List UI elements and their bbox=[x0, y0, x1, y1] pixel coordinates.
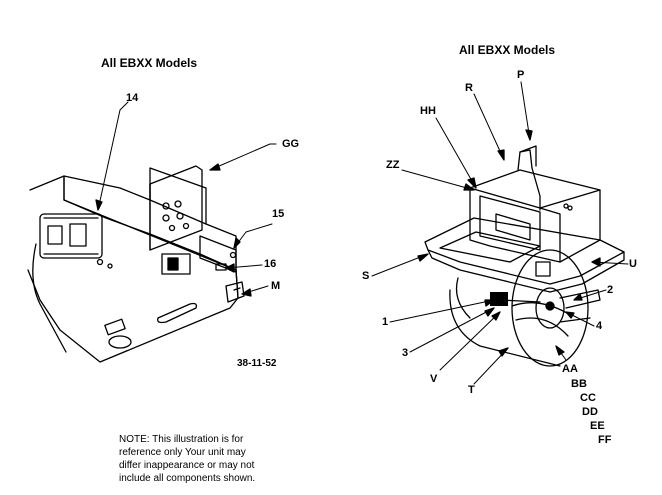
note-line-4: include all components shown. bbox=[119, 473, 256, 484]
note-line-1: NOTE: This illustration is for bbox=[119, 434, 244, 445]
reference-note: NOTE: This illustration is for reference… bbox=[119, 433, 309, 485]
callout-u: U bbox=[629, 258, 637, 270]
callout-hh: HH bbox=[420, 105, 436, 117]
callout-zz: ZZ bbox=[386, 159, 400, 171]
callout-gg: GG bbox=[282, 138, 300, 150]
callout-s: S bbox=[362, 270, 370, 282]
callout-4: 4 bbox=[596, 320, 603, 332]
callout-r: R bbox=[465, 82, 473, 94]
callout-16: 16 bbox=[264, 258, 277, 270]
callout-p: P bbox=[517, 69, 525, 81]
callout-cc: CC bbox=[580, 392, 596, 404]
callout-m: M bbox=[271, 280, 281, 292]
callout-14: 14 bbox=[126, 92, 139, 104]
figure-code: 38-11-52 bbox=[237, 358, 277, 369]
callout-ee: EE bbox=[590, 420, 605, 432]
left-diagram-title: All EBXX Models bbox=[101, 56, 198, 70]
note-line-2: reference only Your unit may bbox=[119, 447, 246, 458]
callout-3: 3 bbox=[402, 347, 409, 359]
callout-dd: DD bbox=[582, 406, 598, 418]
callout-v: V bbox=[430, 373, 438, 385]
callout-aa: AA bbox=[562, 363, 578, 375]
note-line-3: differ inappearance or may not bbox=[119, 460, 255, 471]
callout-t: T bbox=[468, 384, 475, 396]
callout-1: 1 bbox=[382, 316, 389, 328]
callout-bb: BB bbox=[571, 378, 587, 390]
callout-2: 2 bbox=[607, 284, 614, 296]
callout-15: 15 bbox=[272, 208, 285, 220]
callout-ff: FF bbox=[598, 434, 612, 446]
right-diagram-title: All EBXX Models bbox=[459, 43, 556, 57]
